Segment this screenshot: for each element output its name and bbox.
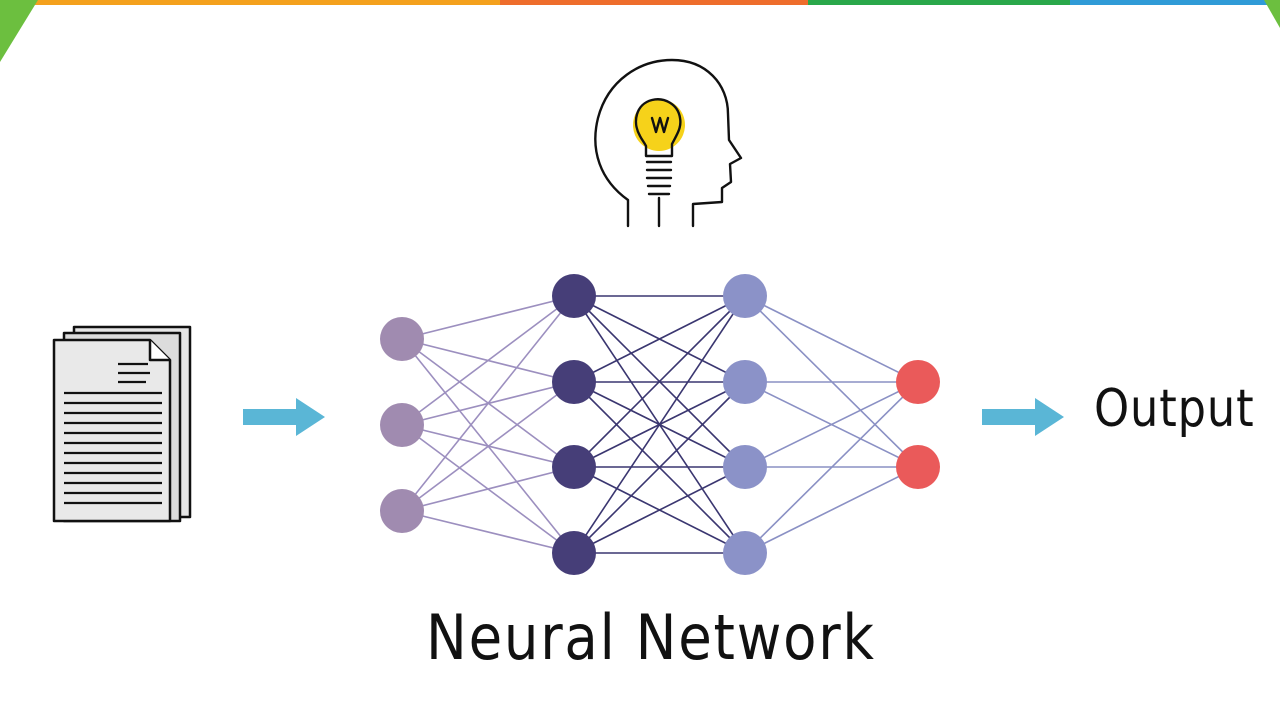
top-color-bar [0, 0, 1280, 5]
hidden2-node-1 [723, 274, 767, 318]
edge-hidden1-4-to-hidden2-2 [573, 381, 746, 554]
document-stack-icon [52, 325, 192, 523]
corner-decoration-left [0, 0, 38, 62]
head-lightbulb-icon [594, 58, 743, 228]
edge-input-3-to-hidden1-3 [401, 466, 575, 512]
edge-hidden1-3-to-hidden2-1 [573, 295, 746, 468]
input-node-1 [380, 317, 424, 361]
edge-input-3-to-hidden1-4 [401, 510, 575, 554]
edge-hidden1-4-to-hidden2-1 [573, 295, 746, 554]
network-edges [401, 295, 919, 554]
edge-input-3-to-hidden1-2 [401, 381, 575, 512]
right-arrow-icon [243, 398, 325, 436]
input-node-2 [380, 403, 424, 447]
hidden1-node-1 [552, 274, 596, 318]
top-bar-red [500, 0, 808, 5]
network-nodes [380, 274, 940, 575]
edge-hidden2-3-to-output-1 [744, 381, 919, 468]
edge-input-2-to-hidden1-1 [401, 295, 575, 426]
output-label: Output [1094, 379, 1255, 439]
edge-hidden2-4-to-output-2 [744, 466, 919, 554]
output-node-1 [896, 360, 940, 404]
hidden1-node-3 [552, 445, 596, 489]
edge-hidden2-1-to-output-1 [744, 295, 919, 383]
hidden2-node-2 [723, 360, 767, 404]
edge-hidden2-4-to-output-1 [744, 381, 919, 554]
hidden1-node-4 [552, 531, 596, 575]
hidden1-node-2 [552, 360, 596, 404]
corner-decoration-right [1264, 0, 1280, 28]
edge-input-3-to-hidden1-1 [401, 295, 575, 512]
hidden2-node-3 [723, 445, 767, 489]
top-bar-orange [0, 0, 500, 5]
top-bar-green [808, 0, 1070, 5]
output-node-2 [896, 445, 940, 489]
diagram-title: Neural Network [426, 601, 876, 674]
top-bar-blue [1070, 0, 1280, 5]
output-arrow-icon [982, 398, 1064, 436]
edge-hidden1-2-to-hidden2-1 [573, 295, 746, 383]
edge-hidden1-4-to-hidden2-3 [573, 466, 746, 554]
hidden2-node-4 [723, 531, 767, 575]
edge-input-1-to-hidden1-1 [401, 295, 575, 340]
input-node-3 [380, 489, 424, 533]
